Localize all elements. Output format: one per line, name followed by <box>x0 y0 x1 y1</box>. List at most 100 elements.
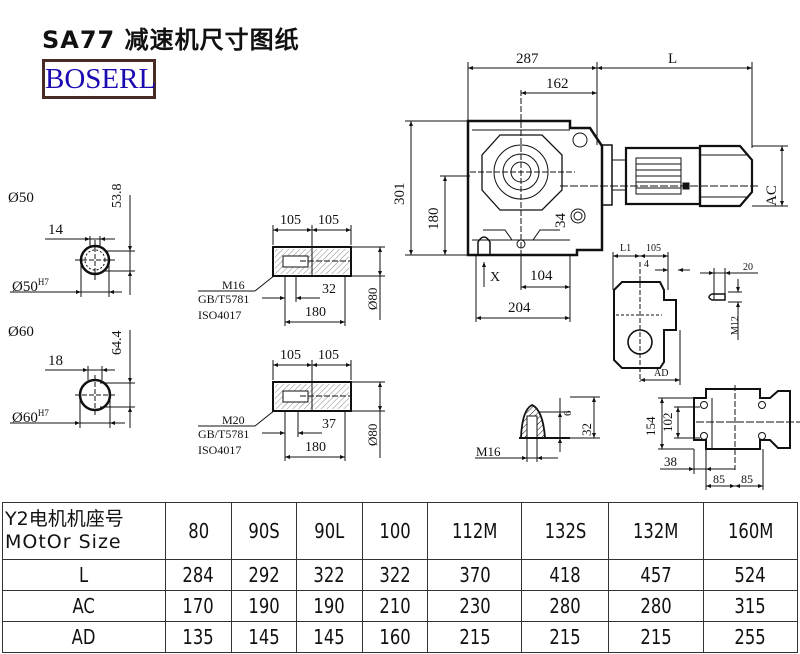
bolt-dim-20: 20 <box>743 262 753 273</box>
solid1-depth: 32 <box>322 282 336 297</box>
row-label: AD <box>2 621 166 653</box>
cell-value: 418 <box>549 563 581 587</box>
flange-dim-85b: 85 <box>741 472 753 486</box>
bore-value: Ø50 <box>12 279 38 295</box>
col-header: 90S <box>230 502 298 560</box>
table-row-AD: AD 135 145 145 160 215 215 215 255 <box>2 621 799 653</box>
table-cell: 145 <box>296 621 363 653</box>
table-cell: 170 <box>165 590 232 622</box>
table-cell: 315 <box>702 590 799 622</box>
col-label: 90S <box>248 519 280 543</box>
table-cell: 135 <box>165 621 232 653</box>
cell-value: 284 <box>182 563 214 587</box>
table-cell: 418 <box>521 559 610 591</box>
header-line-cn: Y2电机机座号 <box>5 508 124 530</box>
solid2-std1: GB/T5781 <box>198 427 250 441</box>
cell-value: 210 <box>379 594 411 618</box>
cell-value: 322 <box>313 563 345 587</box>
table-cell: 215 <box>521 621 610 653</box>
gearbox-side-view <box>612 252 690 385</box>
gearbox-main-view <box>405 62 788 322</box>
flange-view <box>658 385 800 490</box>
row-label: AC <box>2 590 166 622</box>
table-cell: 210 <box>361 590 429 622</box>
view-x-label: X <box>490 270 501 285</box>
col-label: 132M <box>633 519 679 543</box>
table-cell: 457 <box>608 559 704 591</box>
hollow-shaft-section-60 <box>10 330 135 428</box>
brand-logo: BOSERL <box>42 59 156 99</box>
col-label: 100 <box>379 519 411 543</box>
table-cell: 230 <box>427 590 523 622</box>
cell-value: 215 <box>640 625 672 649</box>
dim-104: 104 <box>530 268 553 284</box>
table-cell: 145 <box>230 621 298 653</box>
cell-value: 370 <box>459 563 491 587</box>
cell-value: 322 <box>379 563 411 587</box>
solid1-std2: ISO4017 <box>198 308 242 322</box>
table-cell: 280 <box>521 590 610 622</box>
shaft-50-title: Ø50 <box>8 190 34 206</box>
cap-dim-6: 6 <box>562 410 574 417</box>
col-header: 132M <box>608 502 704 560</box>
solid1-thread: M16 <box>222 278 245 292</box>
col-label: 112M <box>452 519 498 543</box>
solid1-std1: GB/T5781 <box>198 292 250 306</box>
table-cell: 280 <box>608 590 704 622</box>
bolt-detail <box>700 268 758 340</box>
solid1-len-b: 105 <box>318 213 339 228</box>
cell-value: 190 <box>248 594 280 618</box>
dim-AD: AD <box>654 368 669 379</box>
solid-shaft-m16 <box>198 225 385 326</box>
cell-value: 292 <box>248 563 280 587</box>
dim-204: 204 <box>508 300 531 316</box>
shaft-60-title: Ø60 <box>8 324 34 340</box>
header-line-en: MOtOr Size <box>5 531 122 553</box>
table-cell: 524 <box>702 559 799 591</box>
shaft-50-bore: Ø50H7 <box>12 277 49 296</box>
flange-dim-102: 102 <box>660 412 675 433</box>
cell-value: 215 <box>459 625 491 649</box>
solid2-depth: 37 <box>322 417 336 432</box>
cell-value: 135 <box>182 625 214 649</box>
flange-dim-85a: 85 <box>713 472 725 486</box>
dim-287: 287 <box>516 51 539 67</box>
shaft-50-key-width: 14 <box>48 222 63 238</box>
solid-shaft-m20 <box>198 360 385 461</box>
dim-180: 180 <box>426 207 442 231</box>
table-row-L: L 284 292 322 322 370 418 457 524 <box>2 559 799 591</box>
solid2-len-b: 105 <box>318 348 339 363</box>
cap-thread-m16: M16 <box>476 444 501 459</box>
cell-value: 524 <box>734 563 766 587</box>
col-header: 80 <box>165 502 232 560</box>
bore-tolerance: H7 <box>37 408 49 418</box>
table-cell: 284 <box>165 559 232 591</box>
hollow-shaft-section-50 <box>10 195 135 297</box>
dim-L1: L1 <box>620 243 632 254</box>
dim-162: 162 <box>546 76 569 92</box>
cell-value: 457 <box>640 563 672 587</box>
table-cell: 190 <box>230 590 298 622</box>
table-header-row: Y2电机机座号 MOtOr Size 80 90S 90L 100 112M 1… <box>2 502 799 560</box>
solid2-thread: M20 <box>222 413 245 427</box>
solid2-len-a: 105 <box>280 348 301 363</box>
dim-34: 34 <box>553 213 569 228</box>
col-header: 132S <box>521 502 610 560</box>
flange-dim-154: 154 <box>643 416 658 437</box>
solid1-total: 180 <box>305 305 326 320</box>
cell-value: 190 <box>313 594 345 618</box>
cell-value: 145 <box>313 625 345 649</box>
solid2-std2: ISO4017 <box>198 443 242 457</box>
table-cell: 370 <box>427 559 523 591</box>
cell-value: 255 <box>734 625 766 649</box>
page-title: SA77 减速机尺寸图纸 <box>42 26 300 54</box>
bore-value: Ø60 <box>12 410 38 426</box>
row-label-text: L <box>79 563 89 587</box>
table-header-label: Y2电机机座号 MOtOr Size <box>2 502 166 560</box>
cell-value: 160 <box>379 625 411 649</box>
shaft-60-height: 64.4 <box>110 330 125 356</box>
cell-value: 280 <box>549 594 581 618</box>
shaft-60-key-width: 18 <box>48 353 63 369</box>
bolt-thread-m12: M12 <box>730 316 741 335</box>
col-header: 112M <box>427 502 523 560</box>
